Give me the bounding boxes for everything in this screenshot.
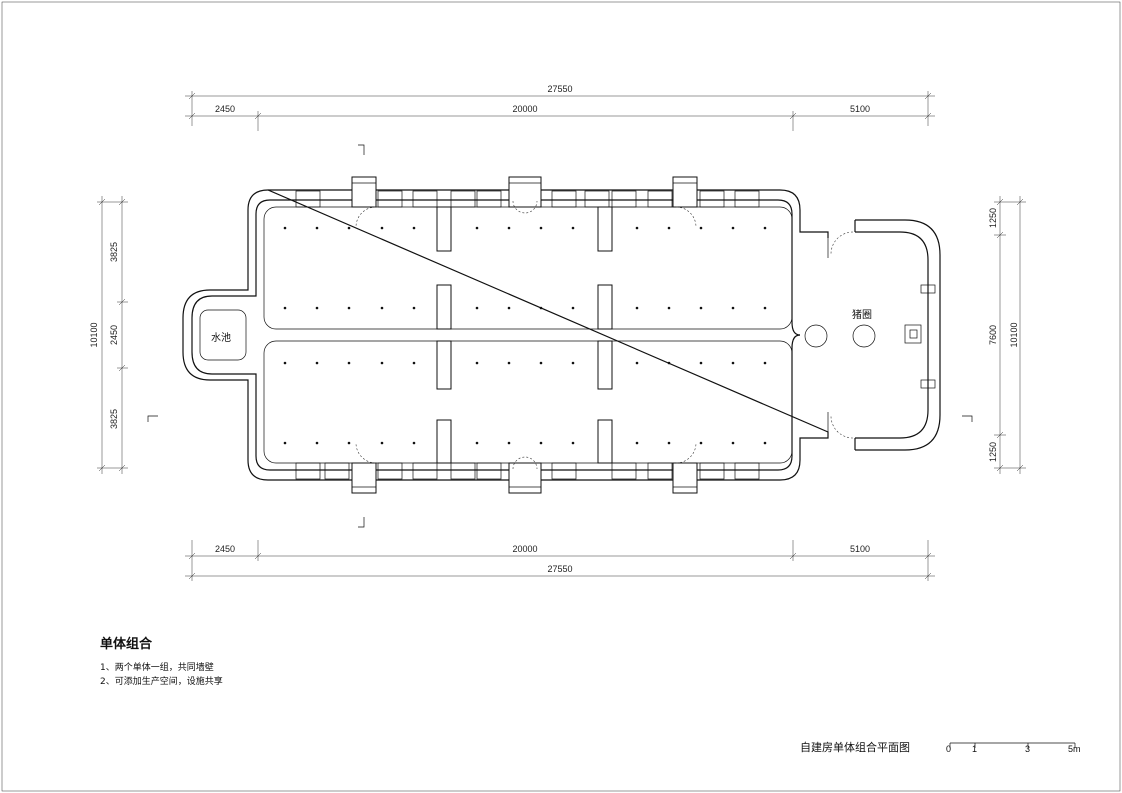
dim-bottom-total: 27550 [547,564,572,574]
scale-label-0: 0 [946,744,952,754]
bottom-dimension-lines [185,540,935,581]
dim-left-seg-1: 3825 [109,242,119,262]
windows-top [295,190,760,208]
room-label-pigpen: 猪圈 [852,309,872,321]
pigpen-annex [804,219,941,451]
notes-heading: 单体组合 [100,637,153,652]
top-dimension-lines [185,91,935,131]
entry-porches-top [351,176,698,228]
windows-bottom [295,462,760,480]
column-markers [283,226,767,445]
dim-top-seg-3: 5100 [850,104,870,114]
scale-bar [949,742,1076,748]
partition-walls [436,206,613,464]
dim-top-seg-2: 20000 [512,104,537,114]
section-markers [147,144,973,528]
scale-label-5m: 5m [1068,744,1081,754]
notes-list: 1、两个单体一组，共同墙壁 2、可添加生产空间，设施共享 [100,661,223,689]
drawing-title: 自建房单体组合平面图 [800,741,910,754]
dim-bottom-seg-2: 20000 [512,544,537,554]
dim-left-seg-3: 3825 [109,409,119,429]
dim-left-total: 10100 [89,322,99,347]
note-item: 2、可添加生产空间，设施共享 [100,677,223,687]
left-dimension-lines [97,196,128,474]
scale-label-3: 3 [1025,744,1031,754]
note-item: 1、两个单体一组，共同墙壁 [100,663,214,673]
dim-left-seg-2: 2450 [109,325,119,345]
entry-porches-bottom [351,442,698,494]
dim-right-seg-bottom: 1250 [988,442,998,462]
room-label-pool: 水池 [211,331,231,344]
right-dimension-lines [994,196,1026,474]
dim-right-inner: 7600 [988,325,998,345]
dim-top-seg-1: 2450 [215,104,235,114]
dim-right-total: 10100 [1009,322,1019,347]
dim-right-seg-top: 1250 [988,208,998,228]
scale-label-1: 1 [972,744,978,754]
dim-bottom-seg-3: 5100 [850,544,870,554]
dim-top-total: 27550 [547,84,572,94]
building-outer-wall [182,189,829,481]
dim-bottom-seg-1: 2450 [215,544,235,554]
